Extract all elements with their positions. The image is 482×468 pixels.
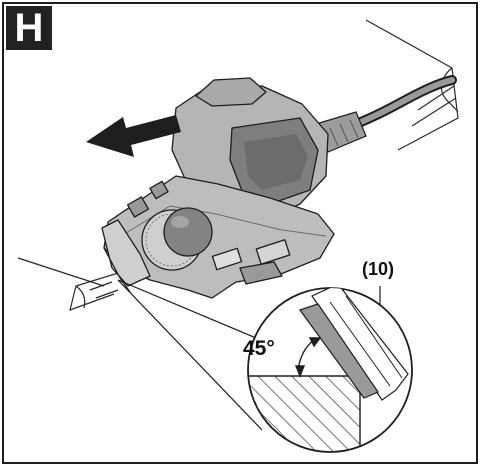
workpiece-board-near [17, 257, 129, 311]
panel-letter: H [6, 6, 52, 50]
planer-front-plate [101, 219, 151, 287]
cross-section-workpiece [248, 375, 361, 452]
planer-tool [101, 77, 335, 299]
detail-magnifier [247, 287, 413, 453]
planer-handle [195, 77, 267, 107]
depth-knob [163, 207, 213, 257]
direction-arrow-icon [86, 115, 181, 157]
figure-frame [2, 2, 478, 464]
workpiece-board-far [365, 19, 459, 151]
part-reference-label: (10) [362, 259, 395, 279]
chamfer-groove-side [299, 303, 379, 399]
power-cord [313, 75, 457, 153]
angle-arc-icon [294, 337, 322, 378]
angle-label: 45° [243, 337, 275, 360]
